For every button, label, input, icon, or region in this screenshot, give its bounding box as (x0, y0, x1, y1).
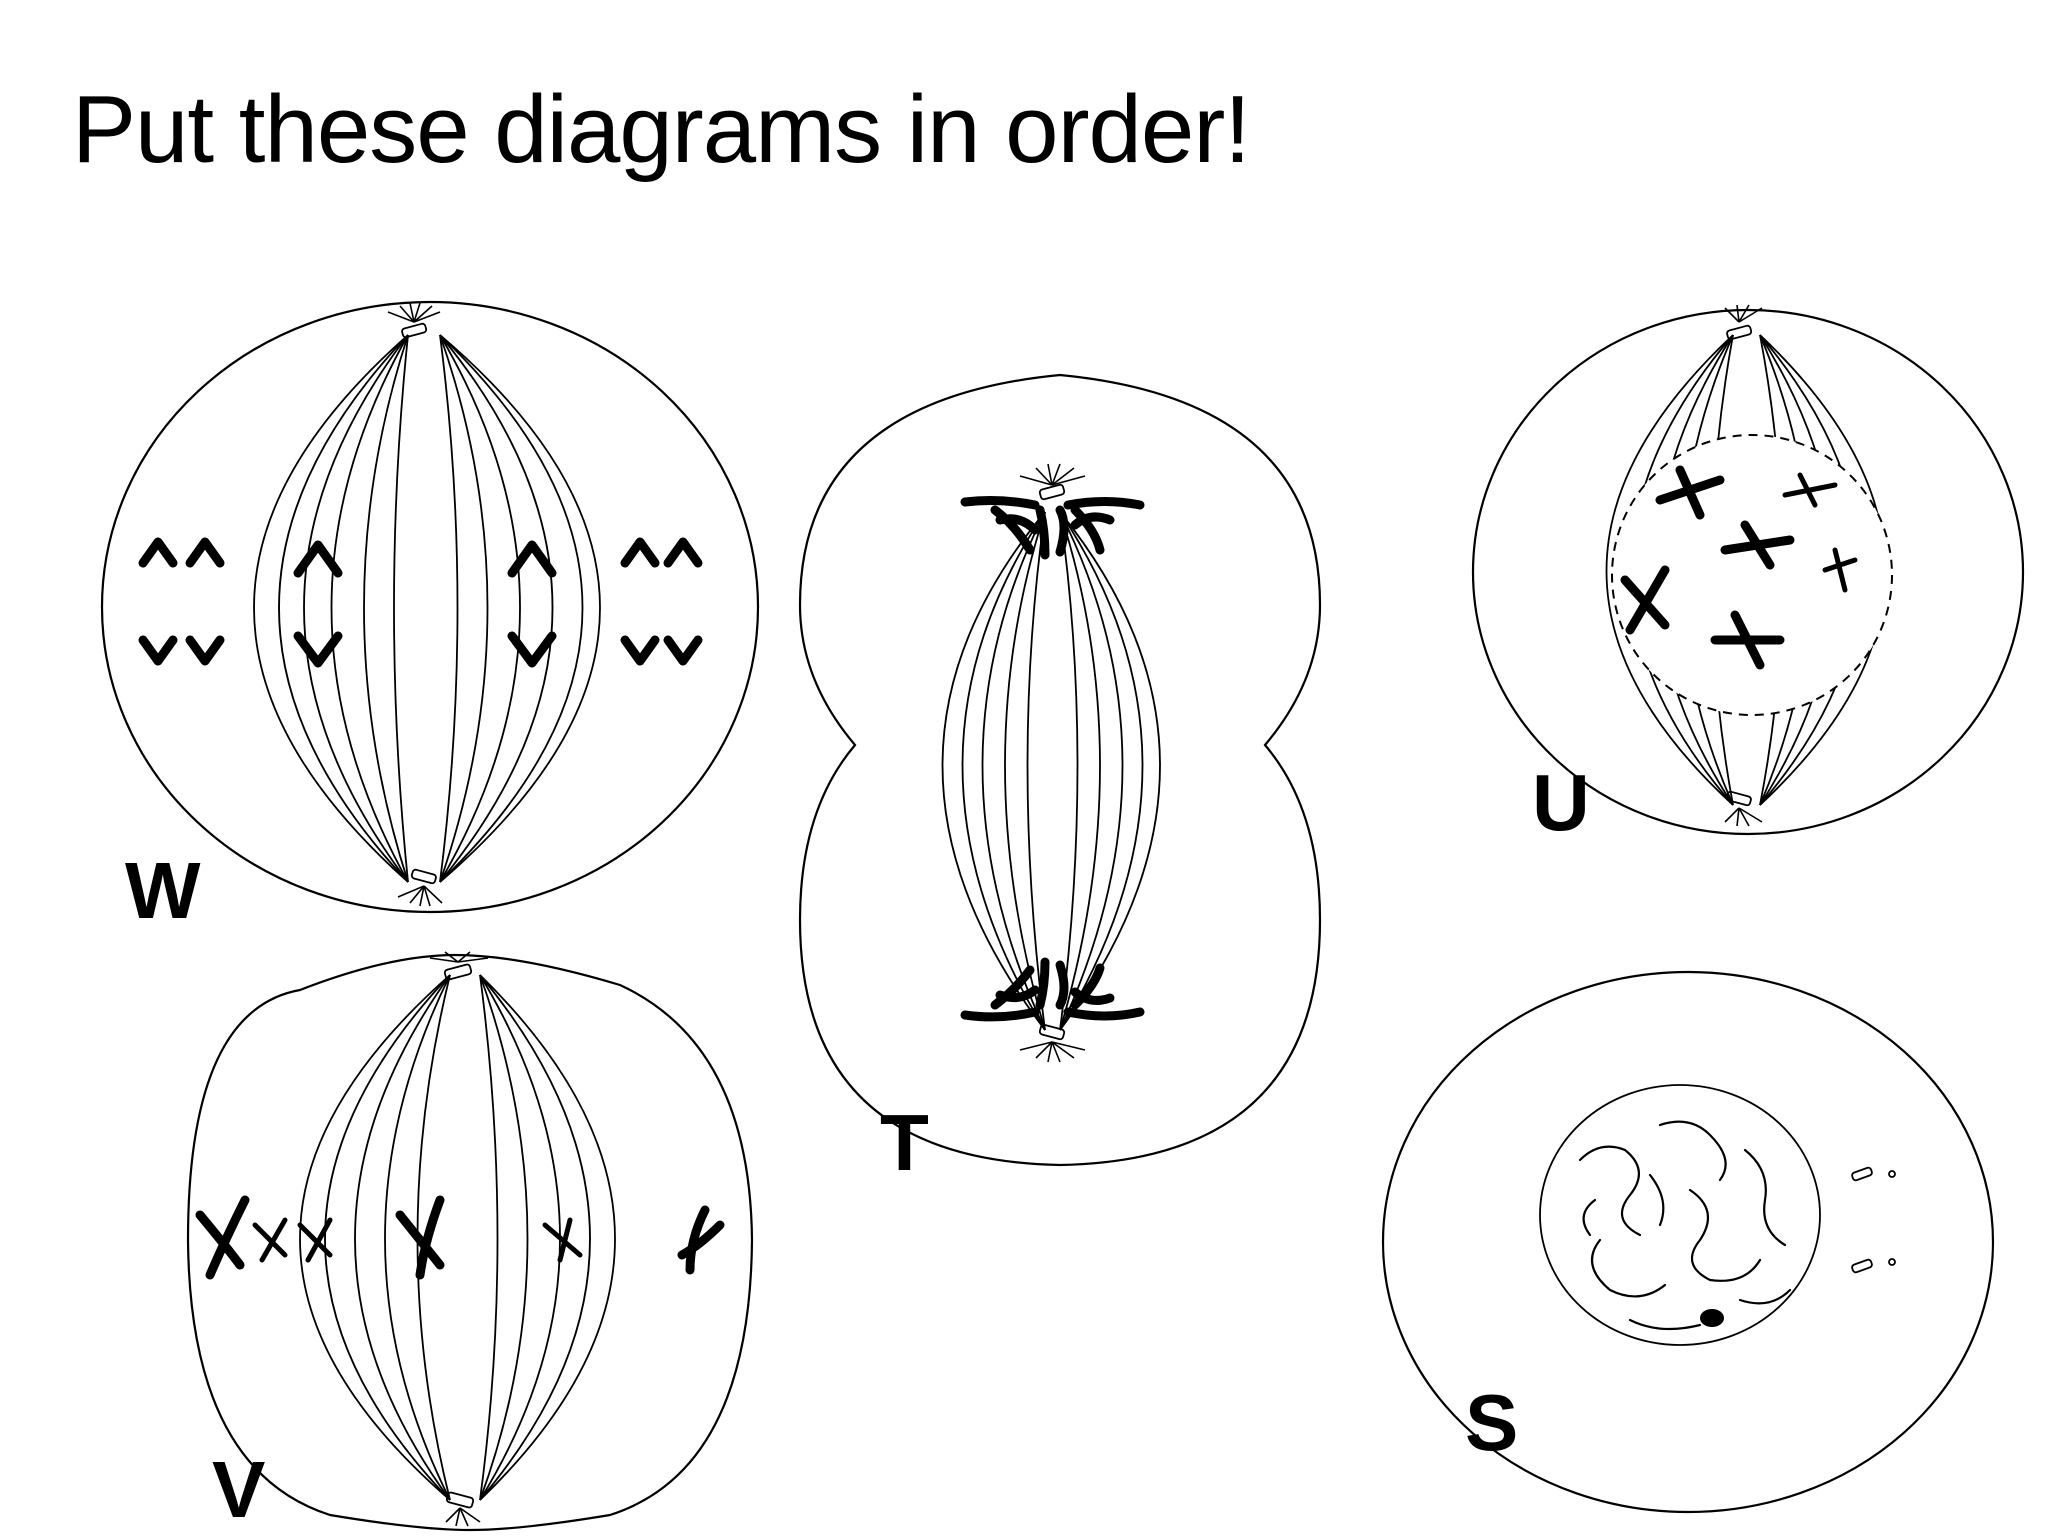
label-w: W (125, 846, 201, 935)
label-v: V (212, 1445, 265, 1534)
cell-v: V (186, 951, 754, 1534)
nucleolus-s (1700, 1309, 1724, 1327)
cell-s: S (1381, 970, 1995, 1514)
cell-w: W (100, 300, 760, 935)
chromosomes-v (195, 1195, 725, 1280)
nucleus-s (1539, 1084, 1821, 1346)
nuclear-envelope-u (1611, 434, 1893, 716)
centrosome-top-t (1019, 463, 1086, 501)
centrioles-s (1851, 1166, 1896, 1274)
centrosome-top-v (429, 951, 489, 981)
centrosome-top-w (387, 302, 441, 339)
centrosome-bottom-w (397, 868, 443, 907)
cell-t: T (798, 373, 1322, 1187)
centrosome-top-u (1724, 304, 1763, 341)
spindle-fibers-t (941, 511, 1161, 1031)
chromosomes-u (1620, 465, 1858, 670)
page-title: Put these diagrams in order! (72, 76, 1251, 183)
chromosomes-w (138, 537, 703, 668)
centrosome-bottom-t (1019, 1023, 1086, 1063)
chromosomes-t-top (960, 496, 1145, 560)
cell-u: U (1471, 304, 2025, 847)
chromosomes-t-bottom (960, 957, 1145, 1022)
label-s: S (1465, 1378, 1518, 1467)
chromatin-s (1578, 1120, 1792, 1331)
spindle-fibers-w (253, 334, 601, 883)
centrosome-bottom-u (1724, 790, 1763, 827)
label-u: U (1532, 758, 1590, 847)
centrosome-bottom-v (445, 1491, 481, 1527)
label-t: T (880, 1098, 929, 1187)
spindle-fibers-u (1605, 334, 1886, 806)
